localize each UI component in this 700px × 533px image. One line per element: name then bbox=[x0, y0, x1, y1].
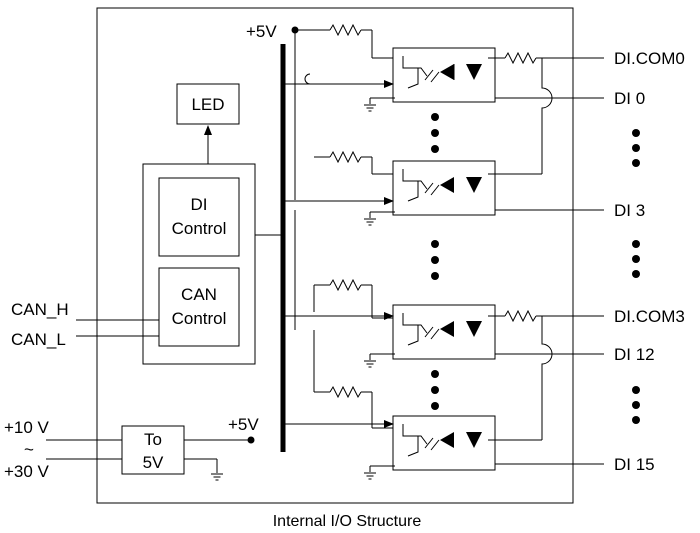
di-control-line2: Control bbox=[172, 219, 227, 238]
label-di-15: DI 15 bbox=[614, 455, 655, 474]
ellipsis-dots-outer bbox=[632, 129, 640, 424]
label-di-12: DI 12 bbox=[614, 345, 655, 364]
diagram-caption: Internal I/O Structure bbox=[273, 513, 422, 530]
ellipsis-dots-inner bbox=[431, 113, 439, 410]
supply-top-label: +5V bbox=[246, 22, 277, 41]
led-label: LED bbox=[191, 95, 224, 114]
opto-channel-15 bbox=[283, 330, 604, 480]
di-control-line1: DI bbox=[191, 195, 208, 214]
di-control-block bbox=[158, 177, 240, 257]
opto-channel-3 bbox=[283, 150, 604, 226]
can-control-block bbox=[158, 267, 240, 347]
label-di-0: DI 0 bbox=[614, 89, 645, 108]
can-l-label: CAN_L bbox=[11, 330, 66, 349]
can-control-line1: CAN bbox=[181, 285, 217, 304]
power-in-low: +30 V bbox=[4, 462, 50, 481]
controller-block bbox=[142, 163, 256, 365]
label-di-com0: DI.COM0 bbox=[614, 49, 685, 68]
supply-bottom-node bbox=[247, 436, 255, 444]
label-di-3: DI 3 bbox=[614, 201, 645, 220]
opto-channel-0 bbox=[283, 47, 604, 165]
supply-bottom-label: +5V bbox=[228, 415, 259, 434]
led-block bbox=[176, 83, 240, 125]
converter-line2: 5V bbox=[143, 453, 164, 472]
module-enclosure bbox=[96, 7, 574, 504]
resistor bbox=[329, 23, 362, 37]
label-di-com3: DI.COM3 bbox=[614, 307, 685, 326]
opto-channel-12 bbox=[283, 278, 604, 440]
power-in-tilde: ~ bbox=[24, 440, 34, 459]
converter-block bbox=[121, 425, 185, 475]
can-control-line2: Control bbox=[172, 309, 227, 328]
converter-line1: To bbox=[144, 430, 162, 449]
power-in-high: +10 V bbox=[4, 418, 50, 437]
can-h-label: CAN_H bbox=[11, 300, 69, 319]
